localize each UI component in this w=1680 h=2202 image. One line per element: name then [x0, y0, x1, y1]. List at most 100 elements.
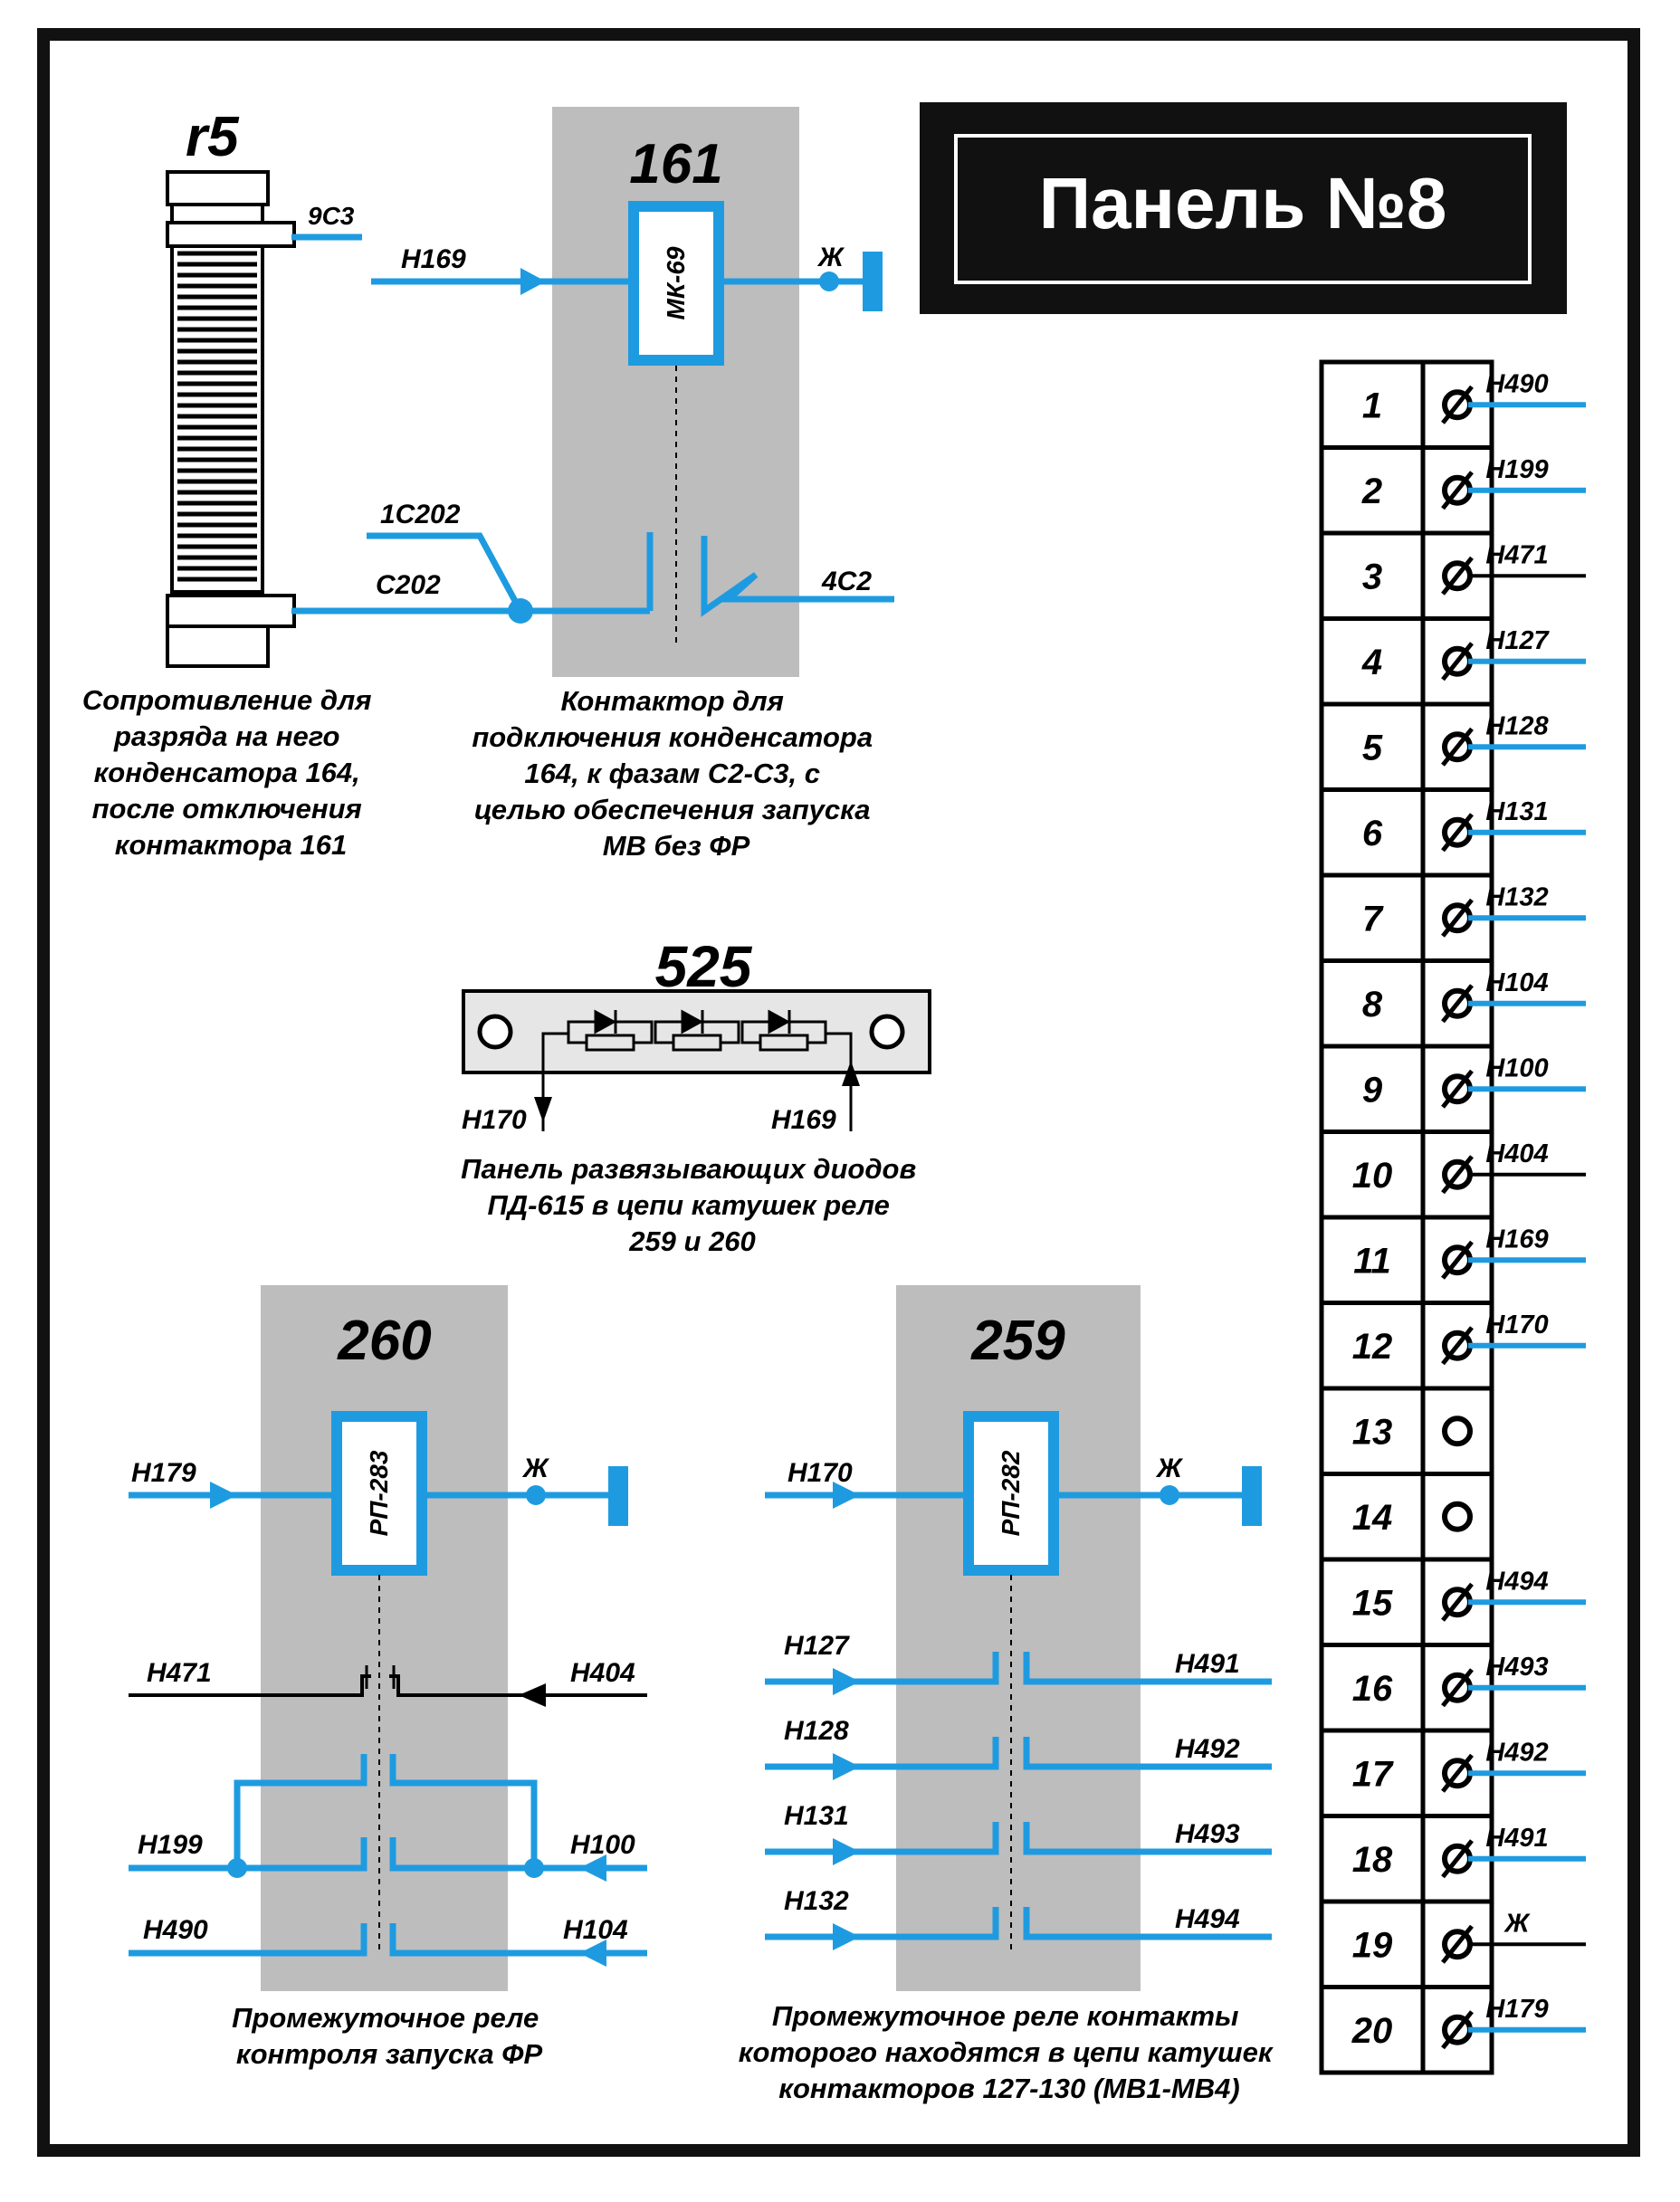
- terminal-number: 9: [1362, 1070, 1383, 1110]
- terminal-number: 8: [1362, 985, 1383, 1025]
- terminal-wire-label: Н131: [1485, 797, 1548, 826]
- ground-symbol-259: [1242, 1466, 1262, 1526]
- ground-label-260: Ж: [521, 1454, 550, 1483]
- wire-h493-label: Н493: [1175, 1819, 1240, 1849]
- terminal-row: 8 Н104: [1322, 958, 1586, 1025]
- relay-259-contact-1: Н127 Н491: [765, 1631, 1272, 1695]
- terminal-row: 13: [1322, 1386, 1492, 1452]
- contactor-161: 161 МК-69 Н169 Ж 1С202 С202 4С2 Контакто…: [291, 107, 894, 862]
- wire-h404-label: Н404: [570, 1658, 635, 1688]
- relay-260-number: 260: [337, 1310, 431, 1372]
- terminal-number: 16: [1352, 1669, 1393, 1709]
- terminal-wire-label: Н493: [1485, 1653, 1548, 1682]
- terminal-wire-label: Н169: [1485, 1225, 1548, 1254]
- terminal-number: 14: [1352, 1498, 1393, 1538]
- title-plate: Панель №8: [920, 102, 1567, 314]
- terminal-wire-label: Ж: [1503, 1909, 1532, 1938]
- terminal-number: 1: [1362, 386, 1382, 425]
- terminal-row: 12 Н170: [1322, 1301, 1586, 1367]
- terminal-screw-icon: [1442, 1501, 1473, 1532]
- terminal-wire-label: Н494: [1485, 1567, 1548, 1596]
- terminal-number: 19: [1352, 1925, 1393, 1965]
- terminal-wire-label: Н170: [1485, 1311, 1548, 1339]
- coil-rp282-label: РП-282: [997, 1450, 1025, 1536]
- resistor-r5: r5 9С3 Сопротивление для разряда на него…: [82, 106, 379, 861]
- relay-259-contact-4: Н132 Н494: [765, 1886, 1272, 1950]
- ground-label-259: Ж: [1155, 1454, 1184, 1483]
- terminal-number: 13: [1352, 1412, 1393, 1452]
- terminal-row: 20 Н179: [1322, 1985, 1586, 2051]
- terminal-wire-label: Н404: [1485, 1139, 1548, 1168]
- terminal-wire-label: Н199: [1485, 455, 1548, 484]
- page-title: Панель №8: [1039, 163, 1447, 243]
- ground-symbol: [863, 252, 883, 311]
- coil-mk69-label: МК-69: [662, 246, 690, 319]
- wire-9c3-label: 9С3: [308, 202, 355, 230]
- terminal-row: 5 Н128: [1322, 701, 1586, 767]
- relay-259-contact-3: Н131 Н493: [765, 1801, 1272, 1865]
- terminal-wire-label: Н128: [1485, 711, 1549, 740]
- terminal-row: 14: [1322, 1472, 1492, 1538]
- relay-260: 260 РП-283 Н179 Ж Н471 Н404 Н199 Н100 Н4: [129, 1285, 647, 2070]
- ground-symbol-260: [608, 1466, 628, 1526]
- terminal-row: 9 Н100: [1322, 1044, 1586, 1110]
- coil-rp283-label: РП-283: [365, 1450, 393, 1536]
- terminal-row: 15 Н494: [1322, 1557, 1586, 1623]
- wire-h128-label: Н128: [784, 1716, 849, 1746]
- contactor-161-caption: Контактор для подключения конденсатора 1…: [472, 685, 880, 862]
- diode-panel-525: 525: [461, 934, 931, 1257]
- terminal-number: 10: [1352, 1156, 1393, 1196]
- wire-h100-label: Н100: [570, 1830, 635, 1860]
- terminal-wire-label: Н132: [1485, 882, 1548, 911]
- relay-259: 259 РП-282 Н170 Ж Н127 Н491 Н128 Н492: [739, 1285, 1280, 2104]
- wire-h170-259-label: Н170: [788, 1458, 853, 1488]
- wire-h132-label: Н132: [784, 1886, 849, 1916]
- wire-4c2-label: 4С2: [821, 567, 872, 596]
- wire-h471-label: Н471: [147, 1658, 212, 1688]
- terminal-wire-label: Н179: [1485, 1995, 1548, 2024]
- terminal-wire-label: Н104: [1485, 968, 1548, 997]
- terminal-number: 3: [1362, 557, 1382, 596]
- diode-panel-caption: Панель развязывающих диодов ПД-615 в цеп…: [461, 1153, 924, 1257]
- terminal-number: 11: [1353, 1241, 1391, 1281]
- terminal-wire-label: Н127: [1485, 626, 1550, 655]
- relay-259-number: 259: [970, 1310, 1065, 1372]
- terminal-number: 5: [1362, 728, 1383, 767]
- terminal-number: 4: [1361, 643, 1382, 682]
- relay-259-caption: Промежуточное реле контакты которого нах…: [739, 2000, 1280, 2104]
- terminal-number: 15: [1352, 1583, 1393, 1623]
- outer-frame: [37, 28, 1640, 2157]
- terminal-wire-label: Н491: [1485, 1824, 1548, 1853]
- terminal-number: 12: [1352, 1327, 1393, 1367]
- diode-panel-number: 525: [655, 934, 753, 999]
- resistor-caption: Сопротивление для разряда на него конден…: [82, 684, 379, 861]
- wire-h170-label: Н170: [462, 1105, 527, 1135]
- ground-label: Ж: [816, 243, 845, 272]
- terminal-number: 20: [1351, 2011, 1393, 2051]
- terminal-number: 2: [1361, 472, 1382, 511]
- relay-260-caption: Промежуточное реле контроля запуска ФР: [232, 2002, 547, 2070]
- wire-h199-label: Н199: [138, 1830, 203, 1860]
- wire-h490-label: Н490: [143, 1915, 208, 1945]
- contactor-161-number: 161: [629, 133, 722, 195]
- wire-h492-label: Н492: [1175, 1734, 1240, 1764]
- wire-h494-label: Н494: [1175, 1904, 1240, 1934]
- terminal-row: 10 Н404: [1322, 1130, 1586, 1196]
- terminal-row: 4 Н127: [1322, 616, 1586, 682]
- wire-h131-label: Н131: [784, 1801, 849, 1831]
- wire-h169-label: Н169: [401, 244, 466, 274]
- terminal-block: 1Н4902Н1993Н4714Н1275Н1286Н1317Н1328Н104…: [1319, 359, 1586, 2075]
- terminal-row: 18 Н491: [1322, 1814, 1586, 1880]
- terminal-number: 18: [1352, 1840, 1393, 1880]
- terminal-wire-label: Н100: [1485, 1053, 1548, 1082]
- resistor-label: r5: [186, 106, 240, 168]
- terminal-row: 19 Ж: [1322, 1899, 1586, 1965]
- wire-h491-label: Н491: [1175, 1649, 1240, 1679]
- wire-h179-label: Н179: [131, 1458, 196, 1488]
- wire-c202-label: С202: [376, 570, 441, 600]
